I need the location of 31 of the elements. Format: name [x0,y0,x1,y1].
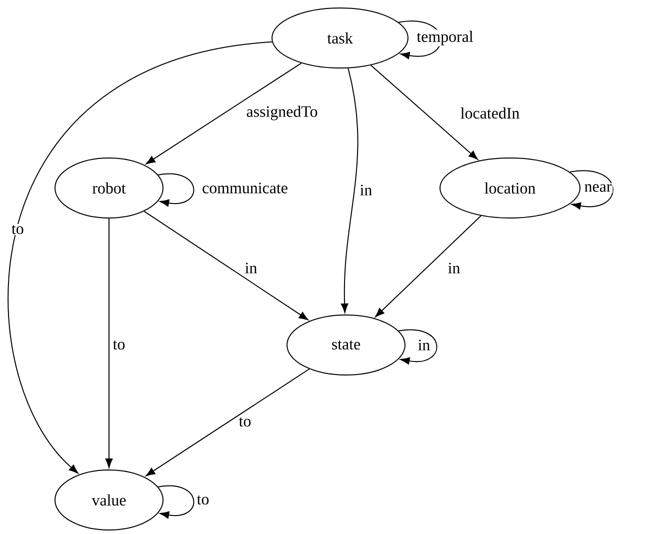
edge-label: locatedIn [459,106,521,120]
edge-label: to [196,494,210,506]
arrow [144,210,308,320]
ellipse-node: location [440,158,580,218]
arrow [340,68,358,313]
arrow [158,173,194,207]
arrow [375,215,482,318]
arrow [146,62,302,164]
ellipse-node: state [286,314,406,376]
edge-label: in [244,262,258,274]
edge-label: near [583,183,613,193]
edge-label: to [10,224,25,236]
edge-label: temporal [416,30,474,46]
ellipse-node: robot [54,158,164,218]
arrow [8,41,273,474]
arrow [398,329,438,365]
edge-label: to [238,416,252,428]
edge-label: to [112,339,126,351]
edge-label: communicate [201,182,289,194]
arrow [398,20,442,60]
ellipse-node: value [54,470,164,530]
arrow [146,368,310,476]
arrow [370,64,478,160]
edge-label: in [358,184,374,196]
edge-label: assignedTo [245,104,319,122]
arrow [569,170,614,210]
edge-label: in [446,262,462,274]
arrow [158,485,194,519]
edge-label: in [416,338,432,352]
arrow [105,218,113,468]
ellipse-node: task [272,8,408,68]
